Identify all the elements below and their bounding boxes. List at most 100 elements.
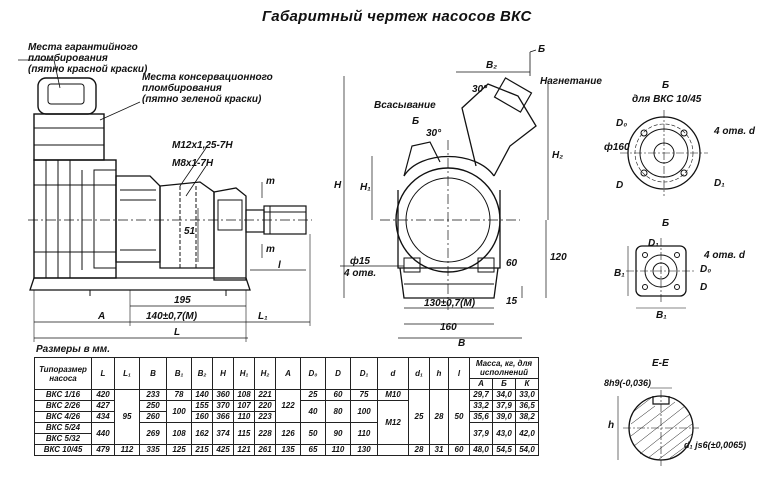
col-H: H bbox=[212, 357, 234, 390]
view-b2-D1: D₁ bbox=[648, 238, 659, 249]
table-row: ВКС 4/26 434 260 160 366 110 223 35,6 39… bbox=[34, 411, 539, 423]
cell: 110 bbox=[233, 411, 255, 423]
cell-B1-100: 100 bbox=[166, 400, 192, 423]
cell: 374 bbox=[212, 422, 234, 445]
cell: 48,0 bbox=[469, 444, 493, 456]
view-b2-D: D bbox=[700, 282, 708, 293]
col-A: A bbox=[275, 357, 301, 390]
view-b-D: D bbox=[616, 180, 624, 191]
view-b2-title: Б bbox=[662, 218, 670, 229]
cell: 108 bbox=[166, 422, 192, 445]
view-b-160: ф160 bbox=[604, 142, 630, 153]
cell: 37,9 bbox=[469, 422, 493, 445]
col-size: Типоразмер насоса bbox=[34, 357, 92, 390]
section-title: Е-Е bbox=[652, 358, 669, 369]
dim-m-top: m bbox=[266, 176, 275, 187]
view-b2-B1-bottom: B₁ bbox=[656, 310, 667, 321]
col-d1: d₁ bbox=[408, 357, 430, 390]
cell: 110 bbox=[350, 422, 378, 445]
dim-l: l bbox=[278, 260, 281, 271]
table-header-row-mass: A Б К bbox=[35, 378, 539, 390]
view-b-D0: D₀ bbox=[616, 118, 628, 129]
col-H1: H₁ bbox=[233, 357, 255, 390]
col-d: d bbox=[377, 357, 409, 390]
cell: 420 bbox=[91, 389, 115, 401]
dim-15: 15 bbox=[506, 296, 518, 307]
dim-30-left: 30° bbox=[426, 128, 442, 139]
cell: 33,2 bbox=[469, 400, 493, 412]
col-mass-B: Б bbox=[492, 378, 516, 390]
cell: 42,0 bbox=[515, 422, 539, 445]
cell-L1-merged: 95 bbox=[114, 389, 140, 445]
cell: 28 bbox=[408, 444, 430, 456]
cell: ВКС 2/26 bbox=[34, 400, 92, 412]
cell-d1-merged: 25 bbox=[408, 389, 430, 445]
cell: 108 bbox=[233, 389, 255, 401]
table-header-row: Типоразмер насоса L L₁ B B₁ B₂ H H₁ H₂ A… bbox=[34, 357, 539, 390]
cell-h-merged: 28 bbox=[429, 389, 449, 445]
dim-B2: B₂ bbox=[486, 60, 498, 71]
table-row: ВКС 1/16 420 95 233 78 140 360 108 221 1… bbox=[34, 389, 539, 445]
cell: 221 bbox=[254, 389, 276, 401]
cell: ВКС 5/24 bbox=[34, 422, 92, 434]
col-L: L bbox=[91, 357, 115, 390]
col-B2: B₂ bbox=[191, 357, 213, 390]
view-b-round-flange bbox=[620, 110, 708, 196]
cell: 90 bbox=[325, 422, 351, 445]
cell: 65 bbox=[300, 444, 326, 456]
cell: ВКС 5/32 bbox=[34, 433, 92, 445]
warranty-line-1: Места гарантийного bbox=[28, 42, 138, 53]
conservation-line-2: пломбирования bbox=[142, 83, 222, 94]
cell: ВКС 10/45 bbox=[34, 444, 92, 456]
cell-A-126: 126 bbox=[275, 422, 301, 445]
cell: 112 bbox=[114, 444, 140, 456]
cell: 121 bbox=[233, 444, 255, 456]
view-b-holes: 4 отв. d bbox=[714, 126, 756, 137]
section-h: h bbox=[608, 420, 615, 431]
view-b-marker-left: Б bbox=[412, 116, 420, 127]
warranty-line-3: (пятно красной краски) bbox=[28, 64, 148, 75]
cell: ВКС 4/26 bbox=[34, 411, 92, 423]
section-8h9: 8h9(-0,036) bbox=[604, 378, 652, 388]
cell: 54,5 bbox=[492, 444, 516, 456]
cell: 220 bbox=[254, 400, 276, 412]
view-b2-B1-left: B₁ bbox=[614, 268, 625, 279]
cell: 250 bbox=[139, 400, 167, 412]
pump-front-view bbox=[340, 49, 549, 339]
col-D0: D₀ bbox=[300, 357, 326, 390]
cell: 269 bbox=[139, 422, 167, 445]
cell: 100 bbox=[350, 400, 378, 423]
cell: 39,0 bbox=[492, 411, 516, 423]
view-b-marker-top: Б bbox=[538, 44, 546, 55]
cell: 115 bbox=[233, 422, 255, 445]
col-H2: H₂ bbox=[254, 357, 276, 390]
cell: 427 bbox=[91, 400, 115, 412]
cell: 162 bbox=[191, 422, 213, 445]
col-mass-A: A bbox=[469, 378, 493, 390]
table-row: ВКС 10/45 479 112 335 125 215 425 121 26… bbox=[34, 444, 539, 456]
cell: 78 bbox=[166, 389, 192, 401]
suction-label: Всасывание bbox=[374, 100, 436, 111]
section-e-e bbox=[617, 387, 699, 466]
cell: 60 bbox=[325, 389, 351, 401]
holes-4-label: 4 отв. bbox=[344, 268, 377, 279]
cell: 425 bbox=[212, 444, 234, 456]
view-b-square-flange bbox=[626, 238, 696, 309]
cell: 110 bbox=[325, 444, 351, 456]
cell: 360 bbox=[212, 389, 234, 401]
cell: 155 bbox=[191, 400, 213, 412]
col-l: l bbox=[448, 357, 470, 390]
cell: 43,0 bbox=[492, 422, 516, 445]
drawing-title: Габаритный чертеж насосов ВКС bbox=[262, 8, 532, 25]
cell: 75 bbox=[350, 389, 378, 401]
cell: 40 bbox=[300, 400, 326, 423]
dim-L: L bbox=[174, 327, 181, 338]
conservation-line-1: Места консервационного bbox=[142, 72, 273, 83]
cell: 260 bbox=[139, 411, 167, 423]
cell: 130 bbox=[350, 444, 378, 456]
dim-30-top: 30° bbox=[472, 84, 488, 95]
cell: 440 bbox=[91, 422, 115, 445]
dim-H: H bbox=[334, 180, 342, 191]
col-D: D bbox=[325, 357, 351, 390]
cell: 135 bbox=[275, 444, 301, 456]
